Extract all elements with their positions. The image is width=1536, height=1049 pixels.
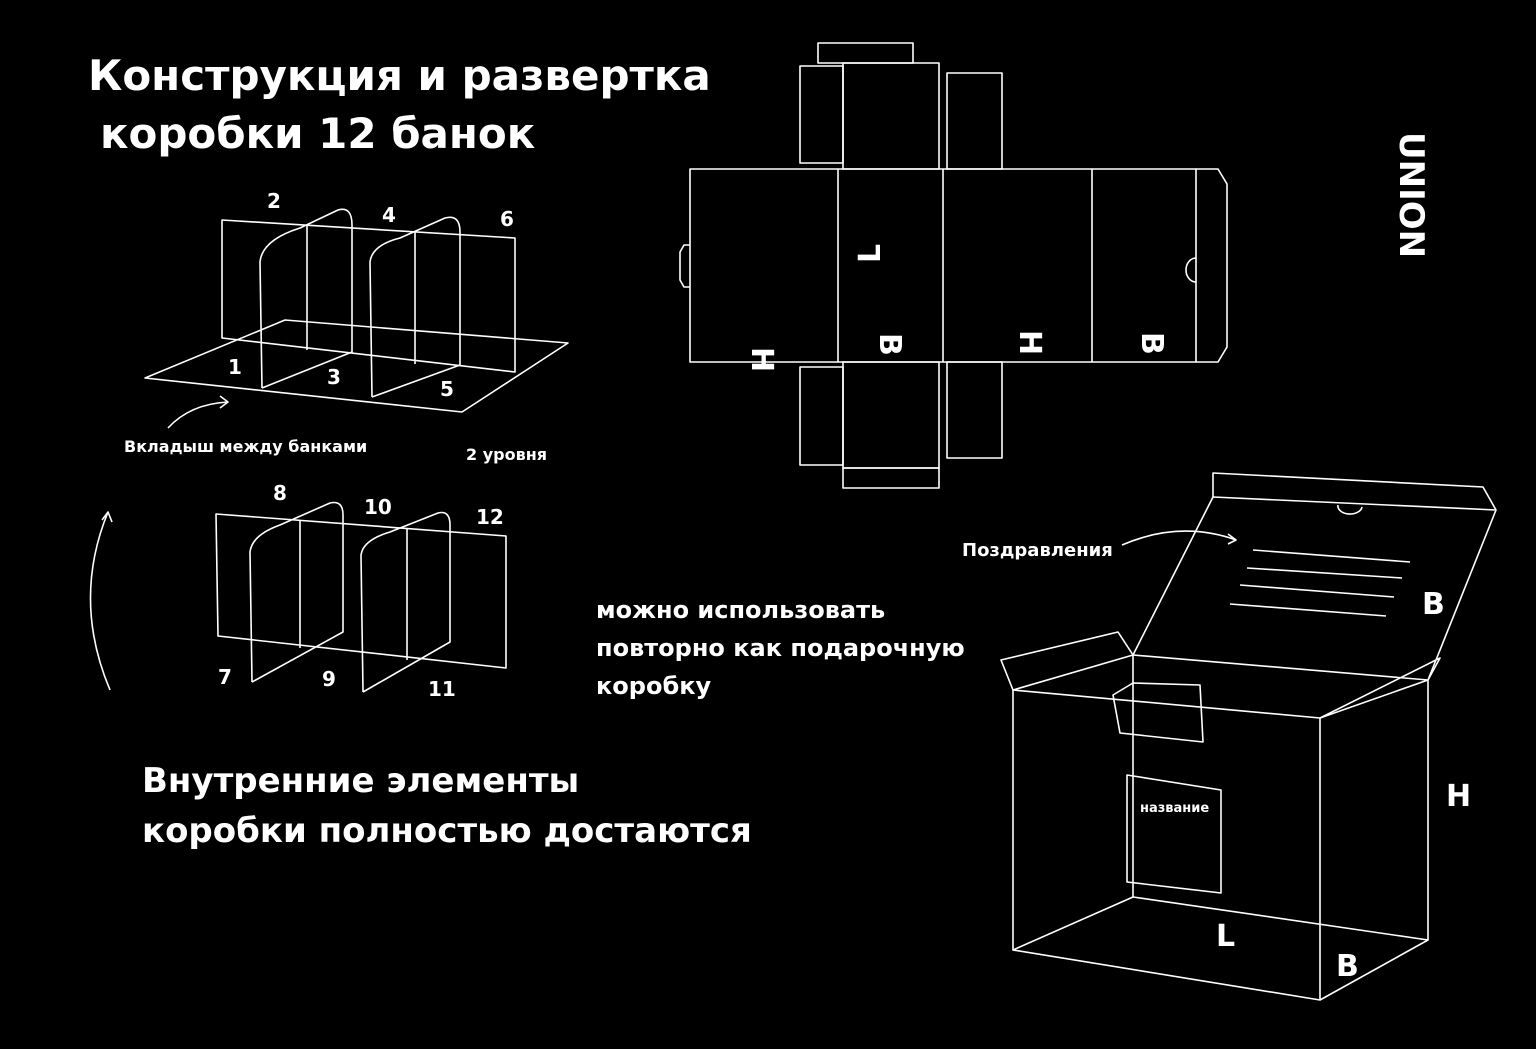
reuse-note-3: коробку (596, 672, 711, 700)
reuse-note-2: повторно как подарочную (596, 634, 965, 662)
reuse-note-1: можно использовать (596, 596, 885, 624)
insert-level-2 (215, 501, 507, 693)
net-label-h2: H (1012, 330, 1047, 355)
box-net (679, 42, 1228, 489)
title-line-2: коробки 12 банок (100, 109, 535, 158)
box-label-l: L (1216, 919, 1235, 954)
inner-note-2: коробки полностью достаются (142, 811, 752, 851)
net-label-b2: В (1134, 332, 1169, 355)
levels-caption: 2 уровня (466, 445, 547, 464)
slot-9: 9 (322, 667, 336, 691)
name-label: название (1140, 801, 1209, 816)
title-line-1: Конструкция и развертка (88, 51, 711, 100)
insert-level-1 (144, 208, 569, 413)
insert-caption: Вкладыш между банками (124, 437, 367, 456)
net-label-b1: В (872, 333, 907, 356)
curved-arrow-icon (89, 511, 113, 691)
union-logo: UNION (1391, 132, 1431, 258)
box-label-b-lid: В (1422, 587, 1445, 622)
slot-7: 7 (218, 665, 232, 689)
slot-2: 2 (267, 189, 281, 213)
box-label-b: В (1336, 949, 1359, 984)
slot-10: 10 (364, 495, 392, 519)
slot-4: 4 (382, 203, 396, 227)
slot-1: 1 (228, 355, 242, 379)
slot-5: 5 (440, 377, 454, 401)
net-label-h1: H (744, 347, 779, 372)
slot-6: 6 (500, 207, 514, 231)
net-label-l: L (853, 244, 888, 263)
slot-12: 12 (476, 505, 504, 529)
arrow-icon (167, 395, 229, 429)
greeting-label: Поздравления (962, 540, 1113, 561)
open-box (1000, 472, 1497, 1001)
slot-11: 11 (428, 677, 456, 701)
slot-3: 3 (327, 365, 341, 389)
box-label-h: H (1446, 779, 1471, 814)
slot-8: 8 (273, 481, 287, 505)
inner-note-1: Внутренние элементы (142, 761, 579, 801)
